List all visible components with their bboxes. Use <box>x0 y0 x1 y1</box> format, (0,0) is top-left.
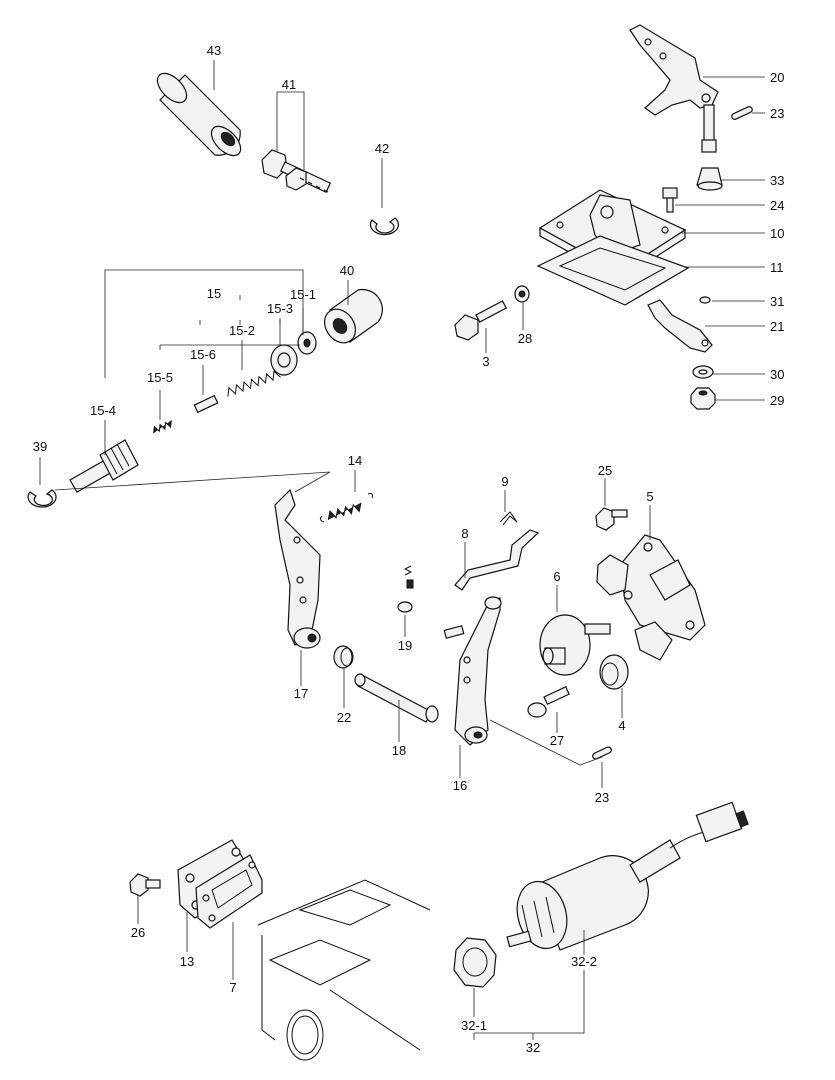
callout-23-top: 23 <box>770 106 784 121</box>
callout-28: 28 <box>518 331 532 346</box>
callout-3: 3 <box>482 354 489 369</box>
part-26-bolt <box>129 873 161 897</box>
callout-18: 18 <box>392 743 406 758</box>
part-15-6-plunger <box>193 394 219 414</box>
part-24-screw <box>662 187 678 213</box>
callout-15-2: 15-2 <box>229 323 255 338</box>
callout-16: 16 <box>453 778 467 793</box>
part-17-lever <box>274 488 321 649</box>
callout-13: 13 <box>180 954 194 969</box>
callout-31: 31 <box>770 294 784 309</box>
callout-9: 9 <box>501 474 508 489</box>
part-20-lever <box>629 24 719 153</box>
callout-5: 5 <box>646 489 653 504</box>
part-9-clip <box>499 511 518 526</box>
callout-23-middle: 23 <box>595 790 609 805</box>
part-41-bolt <box>261 149 332 193</box>
callout-27: 27 <box>550 733 564 748</box>
part-32-1-nut <box>453 937 497 988</box>
callout-14: 14 <box>348 453 362 468</box>
part-25-bolt <box>595 507 628 531</box>
part-22-spring <box>333 645 354 669</box>
callout-8: 8 <box>461 526 468 541</box>
callout-41: 41 <box>282 77 296 92</box>
part-15-4-screw <box>69 439 139 493</box>
callout-32: 32 <box>526 1040 540 1055</box>
callout-24: 24 <box>770 198 784 213</box>
part-3-bolt <box>454 300 508 341</box>
part-19-clip <box>397 565 414 613</box>
callout-43: 43 <box>207 43 221 58</box>
callout-30: 30 <box>770 367 784 382</box>
part-15-2-spring <box>227 370 281 397</box>
callout-labels: 43 41 42 20 23 33 24 10 11 31 21 30 29 3… <box>33 43 785 1055</box>
callout-17: 17 <box>294 686 308 701</box>
part-28-washer <box>514 285 530 303</box>
engine-block-outline <box>257 879 431 1061</box>
callout-15-3: 15-3 <box>267 301 293 316</box>
part-21-bracket <box>647 299 713 353</box>
part-43-sleeve <box>156 72 242 157</box>
part-16-lever <box>443 596 502 746</box>
callout-4: 4 <box>618 718 625 733</box>
callout-20: 20 <box>770 70 784 85</box>
part-4-roller <box>599 654 629 690</box>
part-14-spring <box>319 493 373 523</box>
callout-39: 39 <box>33 439 47 454</box>
callout-15-5: 15-5 <box>147 370 173 385</box>
callout-10: 10 <box>770 226 784 241</box>
part-7-gasket <box>195 854 263 929</box>
part-27-screw <box>527 686 570 718</box>
callout-32-1: 32-1 <box>461 1018 487 1033</box>
part-39-clip <box>27 489 57 508</box>
part-15-1-nut <box>297 331 317 355</box>
callout-6: 6 <box>553 569 560 584</box>
part-23-pin-middle <box>592 746 612 760</box>
callout-29: 29 <box>770 393 784 408</box>
part-31-washer <box>699 296 711 304</box>
callout-22: 22 <box>337 710 351 725</box>
part-40-bushing <box>323 288 383 344</box>
callout-40: 40 <box>340 263 354 278</box>
part-30-washer <box>692 365 714 379</box>
part-8-rod <box>454 529 540 591</box>
callout-21: 21 <box>770 319 784 334</box>
callout-15-1: 15-1 <box>290 287 316 302</box>
part-32-solenoid <box>506 801 749 951</box>
callout-19: 19 <box>398 638 412 653</box>
callout-25: 25 <box>598 463 612 478</box>
callout-26: 26 <box>131 925 145 940</box>
callout-15: 15 <box>207 286 221 301</box>
callout-33: 33 <box>770 173 784 188</box>
part-18-shaft <box>354 673 439 723</box>
part-11-gasket <box>536 235 690 306</box>
part-33-boot <box>696 167 723 191</box>
part-23-pin-top <box>731 106 753 120</box>
callout-15-4: 15-4 <box>90 403 116 418</box>
callout-11: 11 <box>770 260 784 275</box>
part-15-3-nut <box>270 344 298 376</box>
callout-32-2: 32-2 <box>571 954 597 969</box>
part-42-clip <box>369 217 400 236</box>
part-15-5-spring <box>153 420 172 434</box>
part-29-nut <box>690 387 716 410</box>
callout-15-6: 15-6 <box>190 347 216 362</box>
leader-lines <box>39 60 765 1040</box>
part-6-plate <box>539 614 611 676</box>
callout-7: 7 <box>229 980 236 995</box>
part-5-governor-plate <box>596 534 706 661</box>
callout-42: 42 <box>375 141 389 156</box>
